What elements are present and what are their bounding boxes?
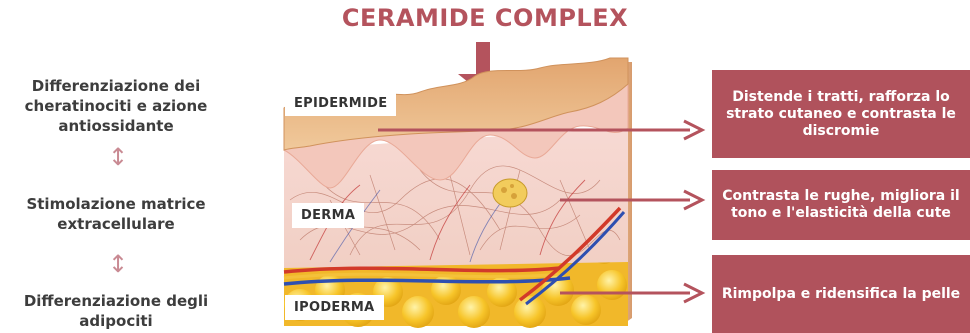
benefit-box-ipoderma: Rimpolpa e ridensifica la pelle	[712, 255, 970, 333]
updown-arrow-icon: ↕	[108, 252, 124, 276]
label-epidermide: EPIDERMIDE	[285, 91, 396, 116]
updown-arrow-icon: ↕	[108, 145, 124, 169]
benefit-text-derma: Contrasta le rughe, migliora il tono e l…	[718, 188, 964, 222]
left-item-matrice: Stimolazione matrice extracellulare	[0, 194, 232, 234]
label-derma: DERMA	[292, 203, 364, 228]
left-item-adipociti: Differenziazione degli adipociti	[0, 291, 232, 331]
sebaceous-gland	[493, 179, 527, 207]
label-ipoderma: IPODERMA	[285, 295, 384, 320]
left-item-cheratinociti: Differenziazione dei cheratinociti e azi…	[0, 76, 232, 136]
benefit-box-derma: Contrasta le rughe, migliora il tono e l…	[712, 170, 970, 240]
benefit-text-epidermide: Distende i tratti, rafforza lo strato cu…	[718, 89, 964, 140]
benefit-box-epidermide: Distende i tratti, rafforza lo strato cu…	[712, 70, 970, 158]
benefit-text-ipoderma: Rimpolpa e ridensifica la pelle	[722, 286, 960, 303]
